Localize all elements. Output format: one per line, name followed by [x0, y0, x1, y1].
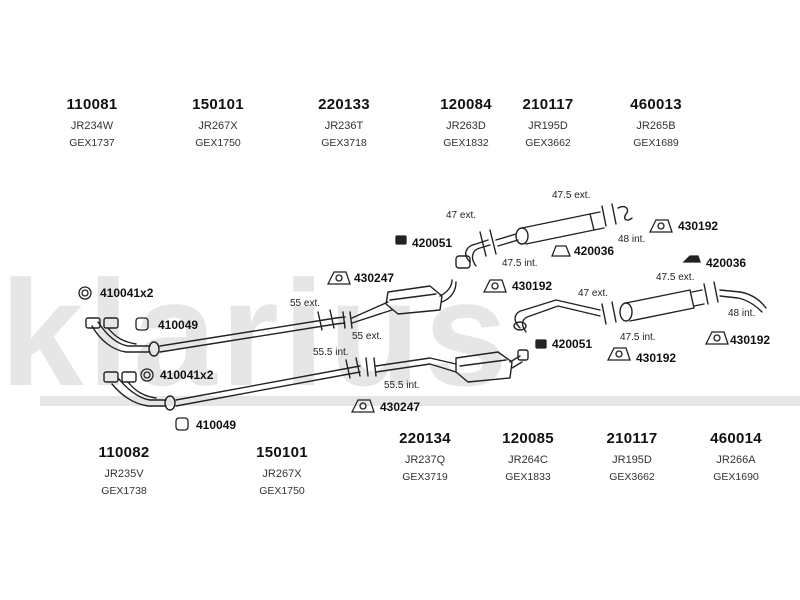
part-label-bottom-3: 220134 JR237Q GEX3719 [375, 430, 475, 484]
part-label-bottom-5: 210117 JR195D GEX3662 [582, 430, 682, 484]
rubber-mount-icon [326, 271, 351, 285]
callout-label: 430247 [354, 271, 395, 285]
part-code: JR266A [716, 454, 756, 466]
dimension-label: 55 ext. [352, 331, 383, 342]
part-number: 150101 [256, 444, 308, 461]
part-code: JR195D [612, 454, 652, 466]
callout-label: 410041x2 [160, 368, 214, 382]
part-number: 460014 [710, 430, 762, 447]
part-gex: GEX1738 [101, 485, 147, 497]
part-gex: GEX3662 [525, 137, 571, 149]
pipe-clamp-icon [135, 317, 149, 331]
rubber-mount-icon [606, 347, 631, 361]
part-code: JR263D [446, 120, 486, 132]
part-label-bottom-6: 460014 JR266A GEX1690 [686, 430, 786, 484]
pipe-clamp-icon [535, 339, 547, 349]
part-gex: GEX1689 [633, 137, 679, 149]
callout-label: 410049 [196, 418, 237, 432]
part-number: 150101 [192, 96, 244, 113]
part-label-top-3: 220133 JR236T GEX3718 [294, 96, 394, 150]
part-number: 120085 [502, 430, 554, 447]
front-pipe-lower [103, 371, 176, 411]
callout-label: 420051 [552, 337, 593, 351]
part-label-top-4: 120084 JR263D GEX1832 [416, 96, 516, 150]
callout-label: 420036 [706, 256, 747, 270]
part-code: JR267X [198, 120, 238, 132]
intermediate-pipe-lower [175, 357, 377, 407]
dimension-label: 47 ext. [446, 210, 477, 221]
rubber-mount-icon [551, 245, 571, 257]
part-gex: GEX1750 [259, 485, 305, 497]
part-number: 210117 [522, 96, 574, 113]
rubber-mount-icon [482, 279, 507, 293]
part-label-top-1: 110081 JR234W GEX1737 [42, 96, 142, 150]
dimension-label: 55.5 int. [384, 380, 420, 391]
dimension-label: 48 int. [618, 234, 646, 245]
rubber-mount-icon [648, 219, 673, 233]
part-label-top-5: 210117 JR195D GEX3662 [498, 96, 598, 150]
part-gex: GEX1833 [505, 471, 551, 483]
rubber-mount-icon [704, 331, 729, 345]
centre-silencer-lower [513, 281, 767, 333]
front-silencer-lower [375, 349, 529, 383]
front-pipe-upper [85, 317, 160, 357]
part-label-bottom-1: 110082 JR235V GEX1738 [74, 444, 174, 498]
part-number: 220133 [318, 96, 370, 113]
part-number: 110082 [98, 444, 150, 461]
part-gex: GEX3718 [321, 137, 367, 149]
part-number: 460013 [630, 96, 682, 113]
dimension-label: 48 int. [728, 308, 756, 319]
part-code: JR234W [70, 120, 114, 132]
part-code: JR264C [508, 454, 548, 466]
dimension-label: 47.5 int. [620, 332, 656, 343]
part-code: JR195D [528, 120, 568, 132]
ring-gasket-icon [140, 368, 154, 382]
part-gex: GEX3719 [402, 471, 448, 483]
dimension-label: 47 ext. [578, 288, 609, 299]
part-number: 110081 [66, 96, 118, 113]
callout-label: 410041x2 [100, 286, 154, 300]
part-label-top-2: 150101 JR267X GEX1750 [168, 96, 268, 150]
part-gex: GEX1690 [713, 471, 759, 483]
part-gex: GEX1750 [195, 137, 241, 149]
pipe-clamp-icon [682, 255, 701, 263]
callout-label: 420051 [412, 236, 453, 250]
pipe-clamp-icon [395, 235, 407, 245]
dimension-label: 47.5 ext. [552, 190, 591, 201]
callout-label: 430247 [380, 400, 421, 414]
part-code: JR235V [104, 468, 144, 480]
callout-label: 430192 [730, 333, 771, 347]
pipe-clamp-icon [175, 417, 189, 431]
part-number: 120084 [440, 96, 492, 113]
callout-label: 420036 [574, 244, 615, 258]
dimension-label: 47.5 ext. [656, 272, 695, 283]
callout-label: 430192 [678, 219, 719, 233]
callout-label: 410049 [158, 318, 199, 332]
part-gex: GEX1737 [69, 137, 115, 149]
front-silencer-upper [351, 279, 457, 324]
part-label-top-6: 460013 JR265B GEX1689 [606, 96, 706, 150]
part-code: JR236T [324, 120, 364, 132]
part-label-bottom-4: 120085 JR264C GEX1833 [478, 430, 578, 484]
watermark-bar [40, 396, 800, 406]
part-gex: GEX1832 [443, 137, 489, 149]
ring-gasket-icon [78, 286, 92, 300]
dimension-label: 55.5 int. [313, 347, 349, 358]
part-code: JR265B [636, 120, 676, 132]
dimension-label: 55 ext. [290, 298, 321, 309]
part-number: 220134 [399, 430, 451, 447]
rubber-mount-icon [350, 399, 375, 413]
part-code: JR267X [262, 468, 302, 480]
callout-label: 430192 [636, 351, 677, 365]
callout-label: 430192 [512, 279, 553, 293]
part-number: 210117 [606, 430, 658, 447]
part-code: JR237Q [404, 454, 446, 466]
dimension-label: 47.5 int. [502, 258, 538, 269]
intermediate-pipe-upper [159, 309, 353, 353]
centre-silencer-upper [455, 203, 633, 269]
part-label-bottom-2: 150101 JR267X GEX1750 [232, 444, 332, 498]
part-gex: GEX3662 [609, 471, 655, 483]
